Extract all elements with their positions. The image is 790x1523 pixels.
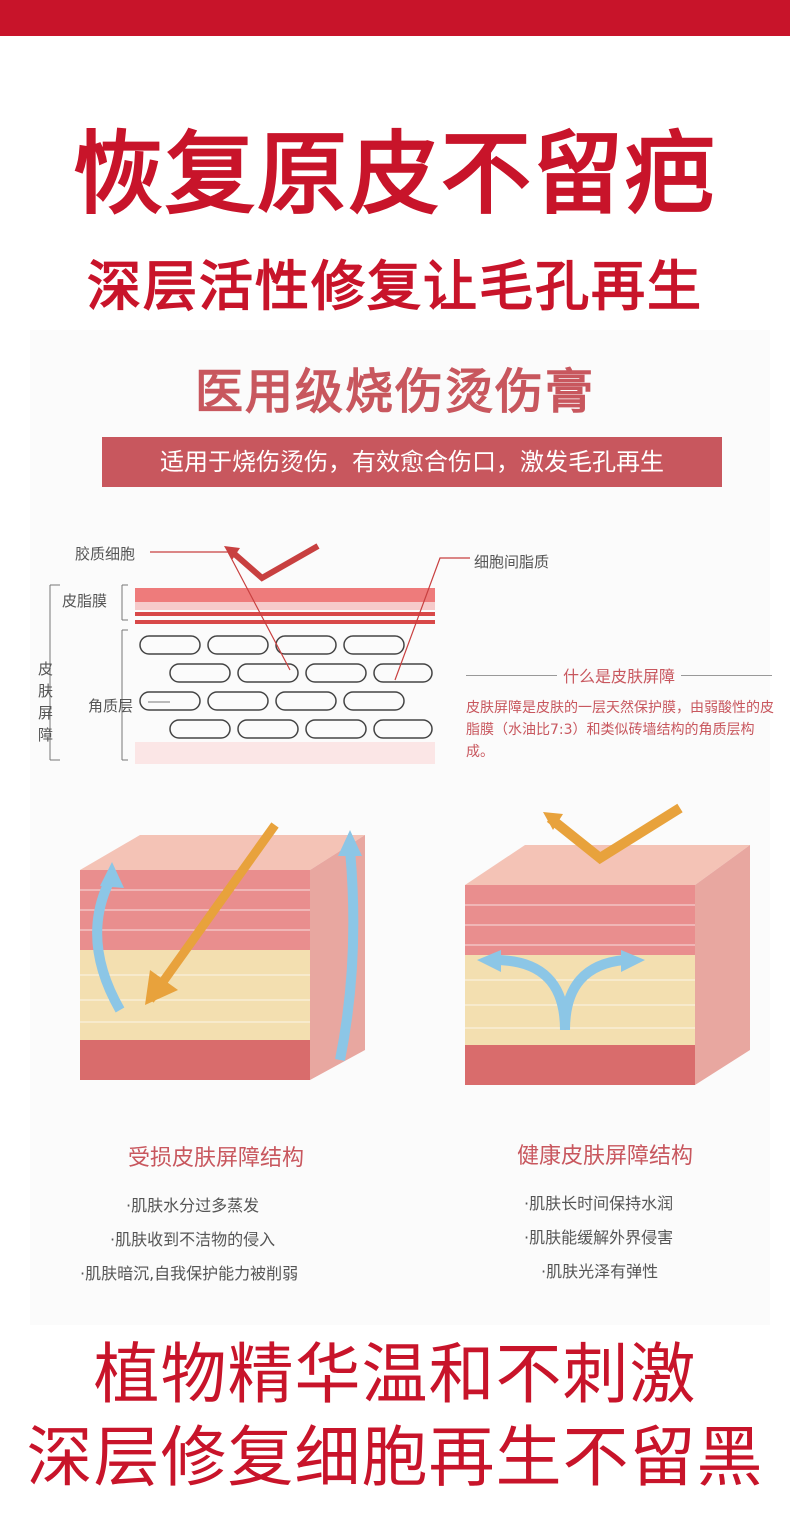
label-collagen: 胶质细胞 (75, 545, 136, 563)
label-sebum-film: 皮脂膜 (62, 592, 108, 610)
product-banner: 适用于烧伤烫伤，有效愈合伤口，激发毛孔再生 (102, 437, 722, 487)
footer-line-1: 植物精华温和不刺激 (93, 1336, 697, 1413)
damaged-point-2: ·肌肤收到不洁物的侵入 (110, 1230, 276, 1249)
top-bar (0, 0, 790, 36)
healthy-skin-illustration (465, 803, 750, 1085)
damaged-point-1: ·肌肤水分过多蒸发 (126, 1196, 260, 1215)
healthy-point-3: ·肌肤光泽有弹性 (541, 1262, 659, 1281)
label-skin-barrier: 皮肤 屏障 (38, 660, 54, 744)
skin-layer-diagram (49, 543, 470, 764)
healthy-caption: 健康皮肤屏障结构 (516, 1144, 693, 1169)
damaged-point-3: ·肌肤暗沉,自我保护能力被削弱 (80, 1264, 299, 1283)
label-stratum-corneum: 角质层 (88, 697, 134, 715)
damaged-skin-illustration (80, 822, 365, 1080)
what-is-description: 皮肤屏障是皮肤的一层天然保护膜，由弱酸性的皮脂膜（水油比7:3）和类似砖墙结构的… (466, 700, 774, 760)
healthy-point-2: ·肌肤能缓解外界侵害 (524, 1228, 674, 1247)
what-is-title: 什么是皮肤屏障 (466, 663, 772, 687)
main-headline: 恢复原皮不留疤 (73, 122, 717, 227)
damaged-caption: 受损皮肤屏障结构 (127, 1146, 304, 1171)
healthy-point-1: ·肌肤长时间保持水润 (524, 1194, 674, 1213)
label-intercellular-lipid: 细胞间脂质 (474, 553, 550, 571)
sub-headline: 深层活性修复让毛孔再生 (87, 255, 703, 318)
footer-line-2: 深层修复细胞再生不留黑 (26, 1419, 764, 1496)
product-title: 医用级烧伤烫伤膏 (194, 364, 595, 420)
